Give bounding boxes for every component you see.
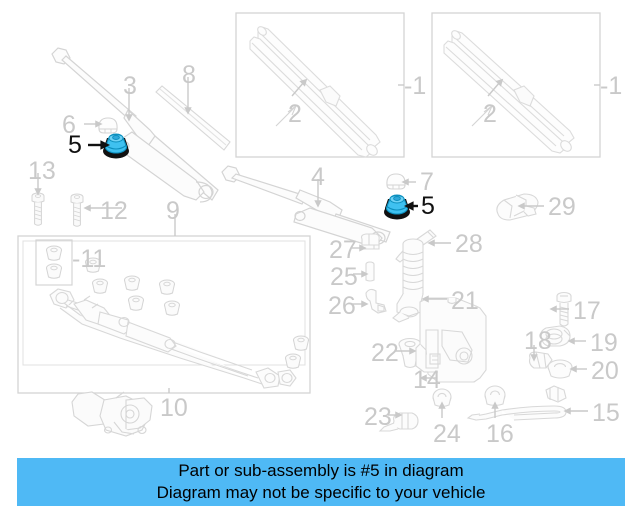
nozzle-cover-29 bbox=[496, 193, 539, 221]
callout-9: 9 bbox=[166, 197, 180, 225]
washer-hose-15 bbox=[466, 385, 567, 421]
callout-5-top: 5 bbox=[68, 131, 82, 159]
washer-pump-23 bbox=[378, 412, 419, 432]
linkage-bushing-set-11 bbox=[46, 245, 62, 279]
callout-2-right: 2 bbox=[483, 100, 497, 128]
leader-line-12 bbox=[83, 204, 122, 212]
callout-1-right: -1 bbox=[600, 72, 623, 100]
leader-line-22 bbox=[395, 347, 417, 355]
wiper-arm-cap-7 bbox=[386, 173, 406, 190]
callout-16: 16 bbox=[486, 420, 514, 448]
leader-line-25 bbox=[353, 270, 369, 278]
callout-3: 3 bbox=[123, 72, 137, 100]
leader-line-18 bbox=[530, 345, 538, 362]
wiper-blade-assembly-right bbox=[443, 30, 575, 154]
callout-20: 20 bbox=[591, 357, 619, 385]
leader-line-29 bbox=[517, 202, 544, 210]
wiper-linkage-assembly-10 bbox=[49, 257, 310, 389]
callout-26: 26 bbox=[328, 292, 356, 320]
callout-19: 19 bbox=[590, 329, 618, 357]
wiper-arm-driver bbox=[51, 47, 219, 203]
callout-22: 22 bbox=[371, 339, 399, 367]
callout-10: 10 bbox=[160, 394, 188, 422]
wiper-arm-cap-6 bbox=[98, 117, 118, 134]
diagram-frames bbox=[17, 12, 601, 394]
callout-24: 24 bbox=[433, 420, 461, 448]
leader-line-28 bbox=[427, 239, 451, 247]
callout-8: 8 bbox=[182, 61, 196, 89]
leader-line-5b bbox=[404, 201, 418, 211]
callout-15: 15 bbox=[592, 399, 620, 427]
exploded-parts-diagram bbox=[17, 12, 601, 437]
callout-17: 17 bbox=[573, 297, 601, 325]
linkage-inner-box bbox=[22, 240, 306, 366]
washer-reservoir-14 bbox=[415, 297, 487, 383]
pin-25 bbox=[365, 261, 375, 282]
callout-23: 23 bbox=[364, 403, 392, 431]
callout-28: 28 bbox=[455, 230, 483, 258]
callout-7: 7 bbox=[420, 168, 434, 196]
nozzle-connector-26 bbox=[365, 288, 387, 314]
callout-14: 14 bbox=[413, 366, 441, 394]
leader-line-21 bbox=[421, 295, 447, 303]
grommet-20 bbox=[547, 359, 573, 379]
leader-line-14 bbox=[419, 374, 437, 382]
leader-line-26 bbox=[352, 300, 369, 308]
callout-25: 25 bbox=[330, 263, 358, 291]
washer-nozzle-27 bbox=[360, 233, 380, 250]
callout-12: 12 bbox=[100, 197, 128, 225]
leader-line-8 bbox=[184, 77, 192, 115]
leader-line-16 bbox=[491, 401, 499, 418]
wiper-blade-assembly-left bbox=[249, 26, 381, 158]
wiper-motor-10 bbox=[71, 391, 153, 437]
leader-line-27 bbox=[352, 244, 367, 252]
leader-line-15 bbox=[563, 407, 588, 415]
callout-6: 6 bbox=[62, 111, 76, 139]
leader-line-17 bbox=[549, 305, 569, 313]
status-banner: Part or sub-assembly is #5 in diagram Di… bbox=[17, 458, 625, 506]
callout-1-left: -1 bbox=[404, 72, 427, 100]
bolt-short-12 bbox=[70, 193, 84, 227]
bushing-inset-box bbox=[35, 239, 73, 286]
callout-18: 18 bbox=[524, 327, 552, 355]
callout-5-mid: 5 bbox=[421, 192, 435, 220]
leader-line-7 bbox=[401, 178, 416, 186]
leader-line-2b bbox=[487, 78, 504, 97]
seal-19 bbox=[540, 325, 571, 347]
leader-line-2a bbox=[291, 78, 308, 97]
leader-line-20 bbox=[569, 365, 587, 373]
wiper-blade-refill-8 bbox=[155, 85, 231, 151]
callout-11: -11 bbox=[72, 245, 107, 273]
callout-29: 29 bbox=[548, 193, 576, 221]
grommet-16 bbox=[484, 385, 506, 407]
level-sensor-21 bbox=[392, 238, 424, 323]
callout-4: 4 bbox=[311, 163, 325, 191]
callout-13: 13 bbox=[28, 157, 56, 185]
leader-line-5a bbox=[88, 140, 110, 150]
banner-line-1: Part or sub-assembly is #5 in diagram bbox=[178, 461, 464, 480]
leader-line-6 bbox=[84, 120, 103, 128]
callout-27: 27 bbox=[329, 236, 357, 264]
leader-line-23 bbox=[388, 411, 403, 419]
banner-line-2: Diagram may not be specific to your vehi… bbox=[156, 483, 486, 502]
leader-line-13 bbox=[34, 173, 42, 196]
callout-21: 21 bbox=[451, 287, 479, 315]
bolt-long-13 bbox=[31, 192, 45, 226]
leader-line-24 bbox=[438, 401, 446, 418]
linkage-box bbox=[17, 235, 311, 394]
leader-line-19 bbox=[567, 337, 586, 345]
callout-2-left: 2 bbox=[288, 100, 302, 128]
leader-line-3 bbox=[125, 88, 133, 122]
leader-line-4 bbox=[314, 179, 322, 208]
wiper-arm-nut-5-mid bbox=[383, 194, 411, 221]
